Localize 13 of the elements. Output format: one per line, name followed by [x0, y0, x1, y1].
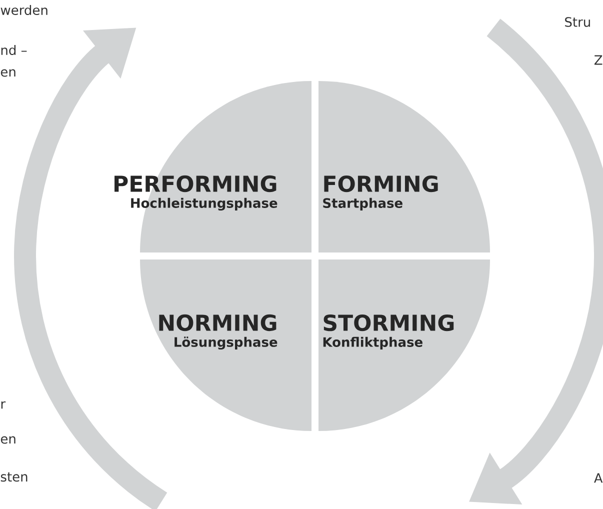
- quadrant: PERFORMING Hochleistungsphase: [114, 81, 312, 252]
- side-text: Z: [594, 55, 602, 65]
- side-text: A: [594, 473, 603, 483]
- side-text: Stru: [565, 17, 590, 27]
- quadrant: FORMING Startphase: [318, 81, 490, 252]
- side-text: werden: [0, 4, 48, 16]
- quadrant: STORMING Konfliktphase: [318, 260, 490, 431]
- side-text: sten: [0, 472, 28, 482]
- side-text: en: [0, 436, 16, 444]
- quadrant: NORMING Lösungsphase: [140, 260, 312, 431]
- side-text: r: [1, 401, 6, 409]
- side-text: nd –: [1, 44, 27, 56]
- side-text: en: [0, 69, 16, 77]
